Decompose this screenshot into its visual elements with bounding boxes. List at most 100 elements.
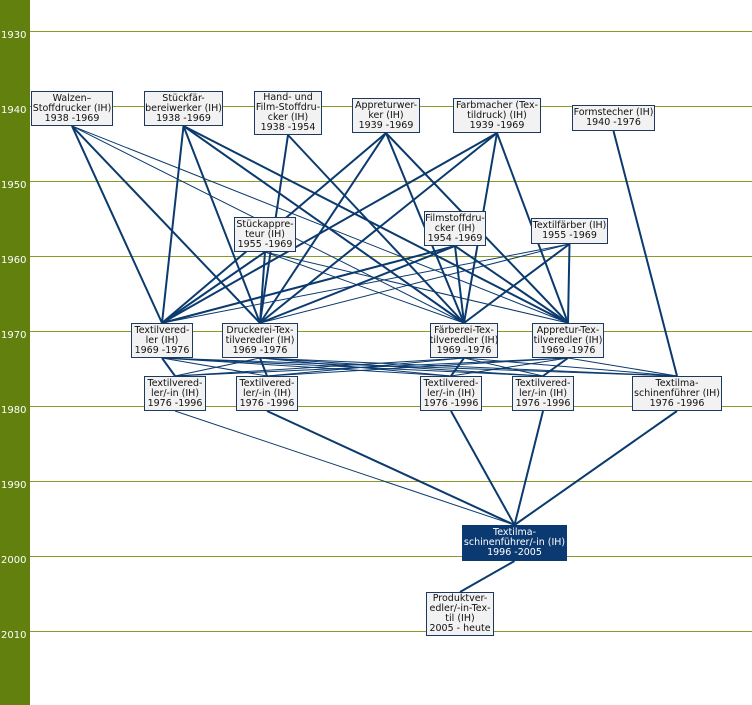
node-appreturwerker: Appreturwer-ker (IH)1939 -1969 — [352, 98, 420, 133]
edge-textilfaerber-to-appretur — [567, 243, 571, 324]
node-text-line: Textilvered- — [423, 377, 479, 389]
edge-filmstoffdrucker-to-tv1969 — [161, 245, 456, 324]
node-text-line: Stückappre- — [236, 218, 294, 230]
gridline-1990 — [30, 481, 752, 482]
node-stueckappreteur: Stückappre-teur (IH)1955 -1969 — [234, 217, 296, 252]
edge-walzen-to-tv1969 — [71, 125, 163, 324]
node-text-line: 1940 -1976 — [586, 117, 641, 128]
gridline-1960 — [30, 256, 752, 257]
node-text-line: schinenführer/-in (IH) — [463, 537, 566, 548]
year-label-1940: 1940 — [1, 105, 27, 116]
node-tv76a: Textilvered-ler/-in (IH)1976 -1996 — [144, 376, 206, 411]
edge-tms76-to-tms96 — [513, 410, 678, 526]
edge-tv76c-to-tms96 — [450, 410, 516, 526]
node-text-line: schinenführer (IH) — [634, 387, 720, 399]
node-text-line: 1969 -1976 — [134, 344, 190, 356]
node-text-line: cker (IH) — [267, 112, 309, 123]
edge-tv1969-to-tv76a — [161, 357, 176, 377]
node-druckerei: Druckerei-Tex-tilveredler (IH)1969 -1976 — [222, 323, 298, 358]
node-text-line: 2005 - heute — [429, 623, 491, 634]
node-text-line: 1938 -1969 — [156, 112, 211, 124]
node-formstecher: Formstecher (IH)1940 -1976 — [572, 105, 655, 131]
gridline-1980 — [30, 406, 752, 407]
node-text-line: 1976 -1996 — [423, 397, 479, 409]
node-faerberei: Färberei-Tex-tilveredler (IH)1969 -1976 — [430, 323, 498, 358]
edge-faerberei-to-tv76c — [450, 357, 465, 377]
gridline-1950 — [30, 181, 752, 182]
edge-stueckappreteur-to-faerberei — [264, 251, 465, 324]
edge-druckerei-to-tv76b — [259, 357, 268, 377]
edge-textilfaerber-to-tv1969 — [161, 243, 570, 324]
edge-appretur-to-tv76a — [174, 357, 569, 377]
node-text-line: teur (IH) — [245, 228, 285, 240]
node-text-line: Farbmacher (Tex- — [455, 99, 539, 111]
node-walzen: Walzen–Stoffdrucker (IH)1938 -1969 — [31, 91, 113, 126]
edge-farbmacher-to-druckerei — [259, 132, 498, 324]
node-text-line: tilveredler (IH) — [429, 334, 499, 346]
node-text-line: ler/-in (IH) — [242, 387, 292, 399]
year-label-1950: 1950 — [1, 180, 27, 191]
year-label-1930: 1930 — [1, 30, 27, 41]
edge-druckerei-to-tv76a — [174, 357, 261, 377]
node-tms76: Textilma-schinenführer (IH)1976 -1996 — [632, 376, 722, 411]
node-tv76d: Textilvered-ler/-in (IH)1976 -1996 — [512, 376, 574, 411]
node-text-line: ler/-in (IH) — [150, 387, 200, 399]
gridline-1970 — [30, 331, 752, 332]
gridline-1930 — [30, 31, 752, 32]
node-text-line: 1969 -1976 — [540, 344, 596, 356]
edge-appretur-to-tv76c — [450, 357, 569, 377]
edge-druckerei-to-tv76c — [259, 357, 452, 377]
edge-druckerei-to-tms76 — [259, 357, 678, 377]
node-text-line: 1954 -1969 — [427, 232, 483, 244]
edge-stueckappreteur-to-appretur — [264, 251, 569, 324]
edge-faerberei-to-tv76a — [174, 357, 465, 377]
edge-formstecher-to-tms76 — [612, 130, 678, 377]
edge-stueckfaer-to-appretur — [183, 125, 569, 324]
edge-stueckappreteur-to-tv1969 — [161, 251, 266, 324]
edge-appretur-to-tv76d — [542, 357, 569, 377]
edge-filmstoffdrucker-to-appretur — [454, 245, 569, 324]
edge-textilfaerber-to-faerberei — [463, 243, 571, 324]
edge-tv1969-to-tv76c — [161, 357, 452, 377]
node-text-line: 1996 -2005 — [487, 547, 542, 558]
node-text-line: Textilvered- — [515, 377, 571, 389]
year-label-1980: 1980 — [1, 405, 27, 416]
edge-filmstoffdrucker-to-faerberei — [454, 245, 465, 324]
timeline-bar — [0, 0, 30, 705]
node-text-line: ker (IH) — [368, 109, 404, 121]
edge-stueckfaer-to-tv1969 — [161, 125, 185, 324]
node-text-line: ler/-in (IH) — [426, 387, 476, 399]
node-text-line: edler/-in-Tex- — [429, 603, 491, 614]
year-label-1970: 1970 — [1, 330, 27, 341]
edge-faerberei-to-tv76d — [463, 357, 544, 377]
node-textilfaerber: Textilfärber (IH)1955 -1969 — [531, 218, 608, 244]
node-text-line: Textilfärber (IH) — [532, 220, 607, 231]
edge-tv76a-to-tms96 — [174, 410, 515, 526]
node-tv76b: Textilvered-ler/-in (IH)1976 -1996 — [236, 376, 298, 411]
node-text-line: 1939 -1969 — [469, 119, 525, 131]
node-tv76c: Textilvered-ler/-in (IH)1976 -1996 — [420, 376, 482, 411]
edge-farbmacher-to-tv1969 — [161, 132, 498, 324]
node-text-line: tilveredler (IH) — [533, 334, 603, 346]
edge-tms96-to-produkt — [459, 560, 515, 593]
edge-textilfaerber-to-druckerei — [259, 243, 570, 324]
year-label-1960: 1960 — [1, 255, 27, 266]
node-text-line: Appreturwer- — [354, 99, 418, 111]
node-text-line: cker (IH) — [434, 222, 476, 234]
edge-stueckappreteur-to-druckerei — [259, 251, 266, 324]
edge-walzen-to-appretur — [71, 125, 569, 324]
node-text-line: Stoffdrucker (IH) — [32, 102, 112, 114]
node-text-line: Textilma- — [655, 377, 699, 389]
node-text-line: 1976 -1996 — [147, 397, 203, 409]
edge-stueckfaer-to-faerberei — [182, 125, 465, 324]
node-text-line: ler/-in (IH) — [518, 387, 568, 399]
node-text-line: Hand- und — [263, 92, 313, 103]
node-text-line: 1938 -1969 — [44, 112, 100, 124]
node-text-line: Produktver- — [432, 593, 488, 604]
node-text-line: Stückfär- — [162, 92, 205, 104]
node-text-line: 1976 -1996 — [239, 397, 295, 409]
node-text-line: Formstecher (IH) — [573, 107, 654, 118]
year-label-1990: 1990 — [1, 480, 27, 491]
node-text-line: 1969 -1976 — [436, 344, 492, 356]
